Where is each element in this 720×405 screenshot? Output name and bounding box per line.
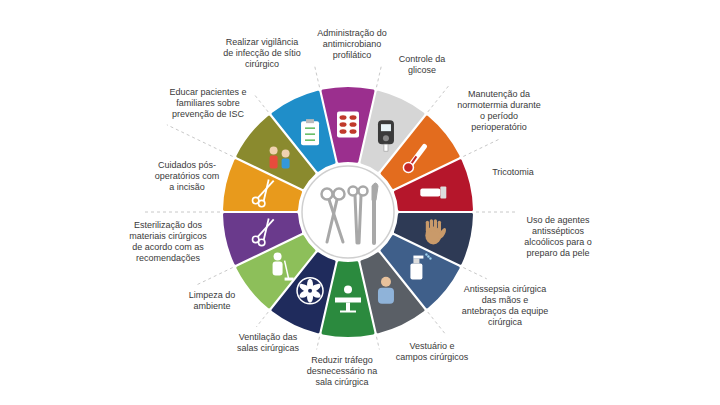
segment-label: Esterilização dos materiais cirúrgicos d… [126,220,210,264]
segment-icon [337,112,359,138]
divider-line [167,125,233,157]
segment-icon [425,219,447,244]
segment-icon [273,253,294,281]
segment-label: Vestuário e campos cirúrgicos [394,341,470,363]
divider-line [376,337,379,350]
segment-label: Educar pacientes e familiares sobre prev… [168,87,248,120]
divider-line [428,86,449,112]
divider-line [463,138,501,156]
segment-icon [335,286,361,313]
divider-line [256,312,268,327]
segment-label: Realizar vigilância de infecção de sítio… [220,37,304,70]
ring-segment: Esterilização dos materiais cirúrgicos d… [223,212,303,267]
segment-label: Reduzir tráfego desnecessário na sala ci… [305,355,379,388]
segment-label: Administração do antimicrobiano profilát… [312,28,392,61]
segment-icon [301,119,319,145]
segment-shape [270,90,337,173]
divider-line [253,93,268,112]
surgical-instruments [322,183,379,243]
segment-icon [410,253,431,279]
segment-icon [378,120,394,151]
segment-label: Ventilação das salas cirúrgicas [233,332,303,354]
ring-segment: Realizar vigilância de infecção de sítio… [270,90,337,173]
segment-icon [378,277,394,304]
center-circle [302,166,394,258]
segment-wedge [272,91,336,172]
divider-line [197,268,233,285]
divider-line [315,66,320,87]
segment-label: Limpeza do ambiente [186,290,238,312]
ring-segment: Tricotomia [393,157,473,212]
segment-label: Tricotomia [483,167,543,178]
segment-label: Manutenção da normotermia durante o perí… [454,89,544,133]
segment-icon [270,146,290,168]
segment-icon [403,146,424,172]
segment-label: Cuidados pós-operatórios com a incisão [154,160,220,193]
segment-shape [223,212,303,267]
segment-label: Antissepsia cirúrgica das mãos e antebra… [460,284,550,328]
divider-line [463,268,486,279]
segment-icon [252,180,273,207]
divider-line [428,312,447,335]
divider-line [376,66,381,87]
divider-line [143,212,220,213]
segment-icon [420,187,446,199]
segment-shape [393,157,473,212]
segment-wedge [223,213,302,265]
segment-icon [297,278,323,304]
segment-label: Uso de agentes antissépticos alcoólicos … [524,215,592,259]
segment-label: Controle da glicose [395,54,450,76]
divider-line [476,212,518,213]
segment-wedge [394,159,473,211]
divider-line [317,337,320,350]
segment-icon [252,218,273,245]
